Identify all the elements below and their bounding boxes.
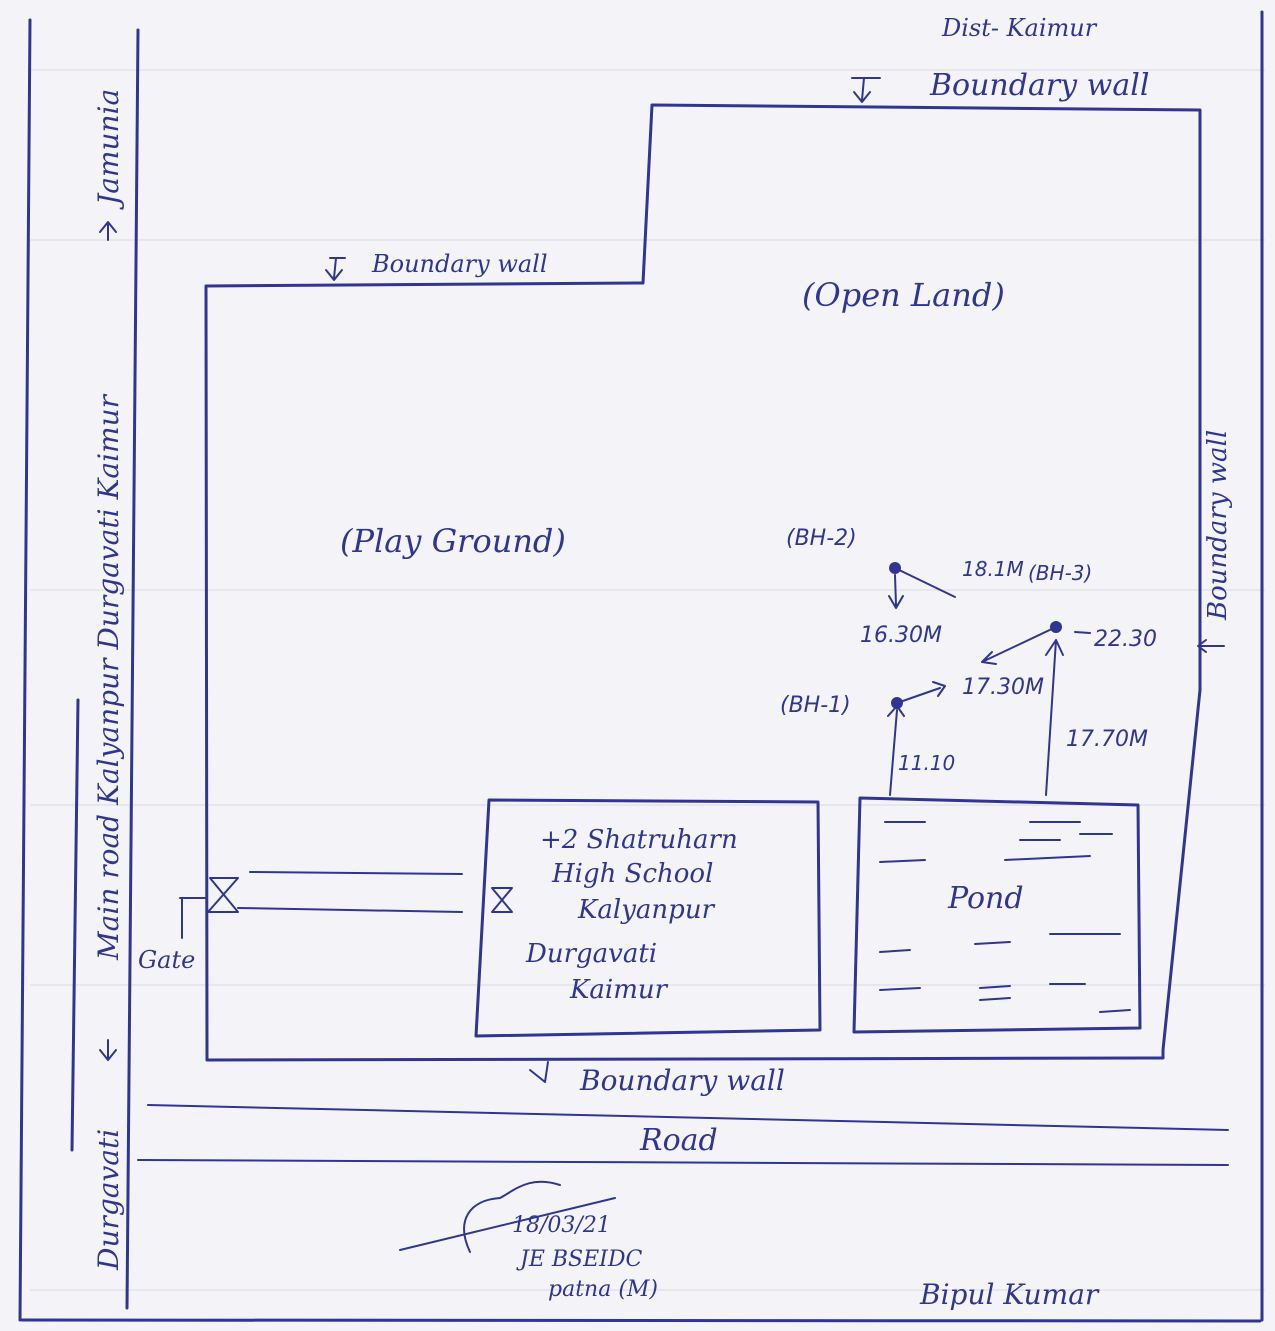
bh2-label: (BH-2) (786, 526, 857, 551)
school-entry-symbol (491, 887, 513, 913)
distance-bh3-pond: 17.70M (1066, 727, 1148, 752)
dimension-bh2-bh1 (888, 574, 904, 609)
compound-boundary (204, 103, 1202, 1062)
bottom-margin-line (20, 1318, 1262, 1323)
bottom-boundary-arrow (529, 1061, 549, 1083)
driveway-upper (249, 871, 463, 875)
paper-rules (30, 69, 1265, 1291)
pond-label: Pond (947, 881, 1024, 916)
driveway-lower (237, 907, 463, 913)
bh3-label: (BH-3) (1028, 561, 1092, 585)
gate-pointer (179, 897, 206, 939)
signature-flourish (399, 1180, 616, 1253)
school-name-line2: High School (551, 859, 713, 889)
distance-bh1-pond: 11.10 (898, 751, 955, 775)
dimension-bh3-pond (1045, 639, 1064, 796)
left-margin-line (18, 18, 32, 1322)
distance-bh2-bh3: 18.1M (962, 557, 1024, 581)
play-ground-label: (Play Ground) (340, 522, 566, 560)
dimension-bh2-bh3 (894, 567, 956, 598)
school-name-line5: Kaimur (569, 975, 669, 1005)
distance-bh1-bh3: 17.30M (962, 675, 1044, 700)
jamunia-arrow (99, 221, 117, 241)
dimension-bh1-bh3 (896, 681, 946, 704)
jamunia-label: Jamunia (92, 89, 125, 210)
road-upper-line (147, 1104, 1229, 1131)
gate-label: Gate (138, 946, 195, 974)
gate-symbol (207, 877, 239, 913)
pond (852, 796, 1142, 1034)
main-road-outer-line (70, 698, 80, 1152)
bh1-label: (BH-1) (780, 693, 851, 718)
school-name-line4: Durgavati (525, 939, 657, 969)
road-label: Road (639, 1123, 718, 1158)
boundary-step-label: Boundary wall (371, 250, 548, 278)
school-name-line1: +2 Shatruharn (540, 825, 738, 855)
dimension-bh3-wall (1074, 631, 1091, 634)
boundary-bottom-label: Boundary wall (579, 1064, 785, 1097)
boundary-right-label: Boundary wall (1203, 430, 1233, 621)
boundary-arrow-top (851, 77, 881, 103)
signature-designation: JE BSEIDC (516, 1247, 642, 1272)
dimension-bh1-pond (887, 705, 905, 796)
open-land-label: (Open Land) (802, 276, 1005, 314)
signature-date: 18/03/21 (512, 1213, 611, 1238)
road-lower-line (137, 1159, 1229, 1166)
main-road-label: Main road Kalyanpur Durgavati Kaimur (92, 393, 125, 961)
pond-hatching (879, 821, 1131, 1013)
distance-bh2-bh1: 16.30M (860, 623, 942, 648)
boundary-top-label: Boundary wall (929, 68, 1149, 103)
school-building (474, 798, 822, 1038)
distance-bh3-wall: 22.30 (1094, 627, 1157, 652)
durgavati-arrow (99, 1039, 117, 1061)
signatory-name: Bipul Kumar (919, 1278, 1100, 1311)
boundary-arrow-step (325, 257, 346, 281)
main-road-line (125, 28, 140, 1310)
dimension-bh3-leader (981, 626, 1057, 665)
right-boundary-arrow (1197, 639, 1225, 653)
school-name-line3: Kalyanpur (577, 895, 716, 925)
durgavati-label: Durgavati (92, 1129, 125, 1271)
header-location: Dist- Kaimur (941, 14, 1098, 42)
signature-office: patna (M) (548, 1277, 658, 1302)
